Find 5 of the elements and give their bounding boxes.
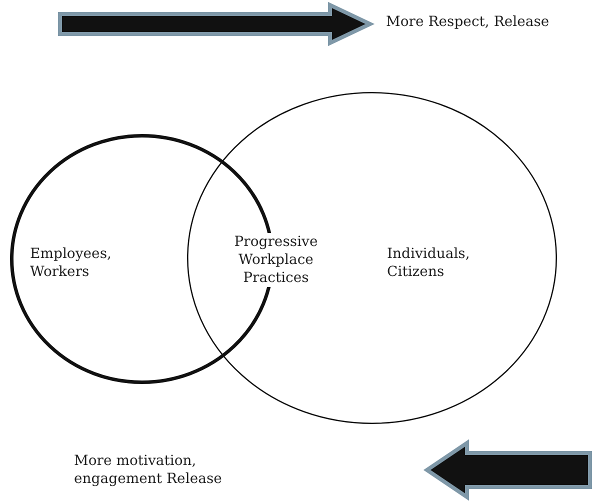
- circle-label: Employees, Workers: [30, 245, 112, 281]
- venn-circle: [187, 92, 557, 424]
- circle-label: Individuals, Citizens: [387, 245, 471, 281]
- arrow-caption: More Respect, Release: [386, 13, 550, 31]
- arrow-caption: More motivation, engagement Release: [74, 452, 223, 488]
